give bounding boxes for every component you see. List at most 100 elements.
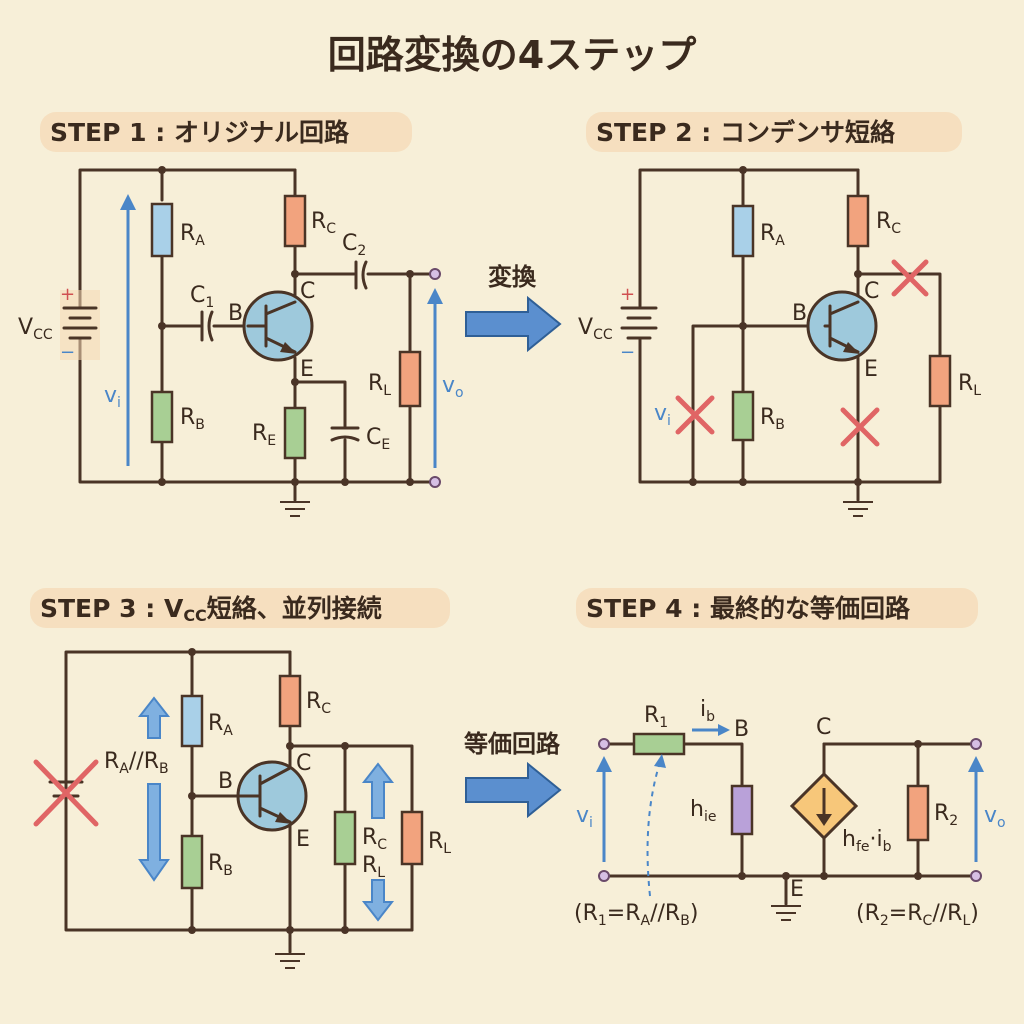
resistor-rb: RB	[150, 390, 205, 444]
svg-text:RC: RC	[306, 689, 331, 717]
svg-text:B: B	[734, 717, 749, 742]
svg-text:ib: ib	[700, 697, 715, 725]
re-label: RE	[252, 421, 276, 449]
step-2-circuit: + − VCC RA RB RC RL B C E vi	[578, 166, 981, 517]
step-2-label: STEP 2 : コンデンサ短絡	[596, 118, 896, 147]
resistor-ra-2: RA	[731, 204, 785, 258]
vcc-label: VCC	[18, 315, 53, 343]
resistor-rc-3: RC	[278, 674, 331, 728]
rb-label: RB	[180, 405, 205, 433]
svg-text:R1: R1	[644, 703, 668, 731]
svg-text:B: B	[218, 769, 233, 794]
convert-arrow-3-label: 等価回路	[464, 730, 561, 758]
svg-text:RB: RB	[760, 405, 785, 433]
node-b-label: B	[228, 301, 243, 326]
rc-rl-label: RC	[362, 825, 387, 853]
step-4-circuit: R1 ib B C E hie hfe·ib R2 vi	[574, 697, 1006, 929]
short-x-ce	[840, 407, 880, 447]
parallel-arrows-left: RA//RB	[104, 696, 171, 882]
resistor-rb-3: RB	[180, 834, 233, 890]
svg-text:E: E	[790, 877, 804, 902]
convert-arrow-1: 変換	[465, 263, 562, 353]
resistor-hie: hie	[690, 784, 754, 836]
vi4-arrow: vi	[576, 756, 612, 862]
resistor-rl-2: RL	[928, 354, 981, 408]
resistor-rc: RC	[283, 194, 336, 248]
resistor-re: RE	[252, 406, 307, 460]
capacitor-c1: C1	[190, 283, 214, 342]
svg-text:E: E	[296, 827, 310, 852]
step-4-label: STEP 4 : 最終的な等価回路	[586, 594, 911, 623]
node-e-label: E	[300, 357, 314, 382]
capacitor-ce: CE	[330, 425, 390, 453]
vcc2-minus: −	[620, 342, 635, 363]
ra-label: RA	[180, 221, 205, 249]
resistor-ra-3: RA	[180, 694, 233, 748]
vcc-minus: −	[60, 342, 75, 363]
svg-text:RB: RB	[208, 851, 233, 879]
svg-text:B: B	[792, 301, 807, 326]
step-1-label: STEP 1 : オリジナル回路	[50, 118, 350, 147]
svg-text:RL: RL	[362, 853, 385, 881]
resistor-r1: R1	[632, 703, 686, 756]
transistor-q2: B C E	[792, 279, 879, 382]
short-x-c2	[891, 259, 929, 297]
svg-text:E: E	[864, 357, 878, 382]
vo-arrow: vo	[427, 288, 464, 468]
rc-label: RC	[311, 209, 336, 237]
convert-arrow-1-label: 変換	[488, 263, 537, 291]
ce-label: CE	[366, 425, 390, 453]
vi-label: vi	[104, 383, 121, 411]
capacitor-c2: C2	[342, 231, 368, 290]
transistor-q1: B C E	[228, 279, 315, 382]
output-terminal-top	[429, 268, 441, 280]
c2-label: C2	[342, 231, 366, 259]
step-3-label: STEP 3 : VCC短絡、並列接続	[40, 594, 382, 625]
resistor-rl: RL	[368, 350, 422, 408]
resistor-rc-2: RC	[846, 194, 901, 248]
transistor-q3: B C E	[218, 751, 311, 852]
svg-text:RC: RC	[876, 209, 901, 237]
vcc2-plus: +	[620, 284, 635, 305]
output-terminal-bottom	[429, 476, 441, 488]
short-x-c1	[675, 395, 715, 435]
vcc-plus: +	[60, 284, 75, 305]
r2-equation: (R2=RC//RL)	[856, 901, 979, 929]
svg-text:C: C	[816, 715, 831, 740]
r1-equation: (R1=RA//RB)	[574, 901, 698, 929]
resistor-rc-parallel	[333, 810, 357, 866]
page-title: 回路変換の4ステップ	[328, 33, 696, 77]
resistor-ra: RA	[150, 202, 205, 258]
svg-text:RL: RL	[958, 371, 981, 399]
vo4-arrow: vo	[968, 756, 1006, 862]
svg-text:R2: R2	[934, 801, 958, 829]
svg-text:RA: RA	[760, 221, 785, 249]
vcc-battery: + − VCC	[18, 284, 100, 363]
step-4-header: STEP 4 : 最終的な等価回路	[576, 588, 978, 628]
svg-text:RL: RL	[428, 829, 451, 857]
step-3-circuit: RA RB RC RL RC RL RA//RB	[33, 648, 451, 969]
c1-label: C1	[190, 283, 214, 311]
svg-text:vo: vo	[984, 803, 1006, 831]
resistor-rb-2: RB	[731, 390, 785, 442]
svg-text:hfe·ib: hfe·ib	[842, 827, 892, 855]
ib-arrow: ib	[692, 697, 730, 736]
step-2-header: STEP 2 : コンデンサ短絡	[586, 112, 962, 152]
step-1-circuit: + − VCC vi RA RB RC RE	[18, 166, 464, 517]
current-source: hfe·ib	[789, 771, 892, 855]
r1-pointer	[646, 754, 666, 897]
convert-arrow-3: 等価回路	[464, 730, 562, 819]
vi-arrow: vi	[104, 194, 136, 466]
node-c-label: C	[300, 279, 315, 304]
vi2-label: vi	[654, 401, 671, 429]
vcc-battery-2: + − VCC	[578, 284, 658, 363]
resistor-rl-3: RL	[400, 810, 451, 866]
vo-label: vo	[442, 373, 464, 401]
svg-text:C: C	[296, 751, 311, 776]
svg-text:C: C	[864, 279, 879, 304]
vcc-shorted	[33, 759, 99, 827]
svg-text:RA: RA	[208, 711, 233, 739]
step-3-header: STEP 3 : VCC短絡、並列接続	[30, 588, 450, 628]
rl-label: RL	[368, 371, 391, 399]
